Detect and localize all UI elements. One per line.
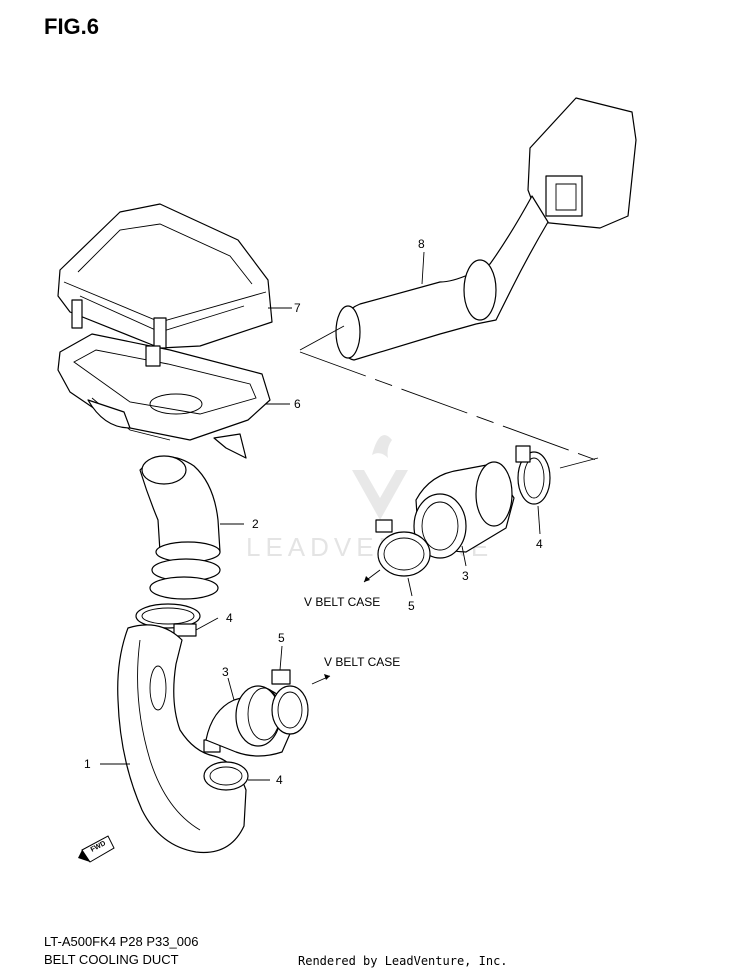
callout-4-upper: 4 [536, 537, 543, 551]
part-2-elbow [139, 455, 221, 600]
vbelt-case-label-lower: V BELT CASE [324, 655, 400, 669]
render-credit: Rendered by LeadVenture, Inc. [298, 954, 508, 968]
callout-3-lower: 3 [222, 665, 229, 679]
callout-5-upper: 5 [408, 599, 415, 613]
fwd-arrow-icon: FWD [78, 835, 115, 863]
part-5-clamp-right [375, 519, 431, 577]
leader-lines [100, 251, 599, 781]
vbelt-arrow-left [363, 569, 381, 583]
part-7-cover [57, 203, 273, 349]
figure-code: LT-A500FK4 P28 P33_006 [44, 934, 199, 949]
part-3-boot-right [413, 461, 515, 559]
vbelt-case-label-upper: V BELT CASE [304, 595, 380, 609]
figure-name: BELT COOLING DUCT [44, 952, 179, 967]
callout-4-lower-a: 4 [226, 611, 233, 625]
part-1-main-duct [117, 624, 247, 854]
vbelt-arrow-right [311, 674, 331, 685]
callout-1: 1 [84, 757, 91, 771]
callout-8: 8 [418, 237, 425, 251]
callout-4-lower-b: 4 [276, 773, 283, 787]
callouts: 1 2 3 3 4 4 4 5 5 6 7 8 [84, 237, 543, 787]
part-8-outlet-duct [335, 97, 637, 361]
callout-3-upper: 3 [462, 569, 469, 583]
callout-6: 6 [294, 397, 301, 411]
callout-5-lower: 5 [278, 631, 285, 645]
callout-7: 7 [294, 301, 301, 315]
callout-2: 2 [252, 517, 259, 531]
figure-title: FIG.6 [44, 14, 100, 39]
part-5-clamp-lower [271, 669, 309, 735]
part-4-clamp-right [515, 445, 551, 505]
part-6-base [57, 333, 271, 459]
